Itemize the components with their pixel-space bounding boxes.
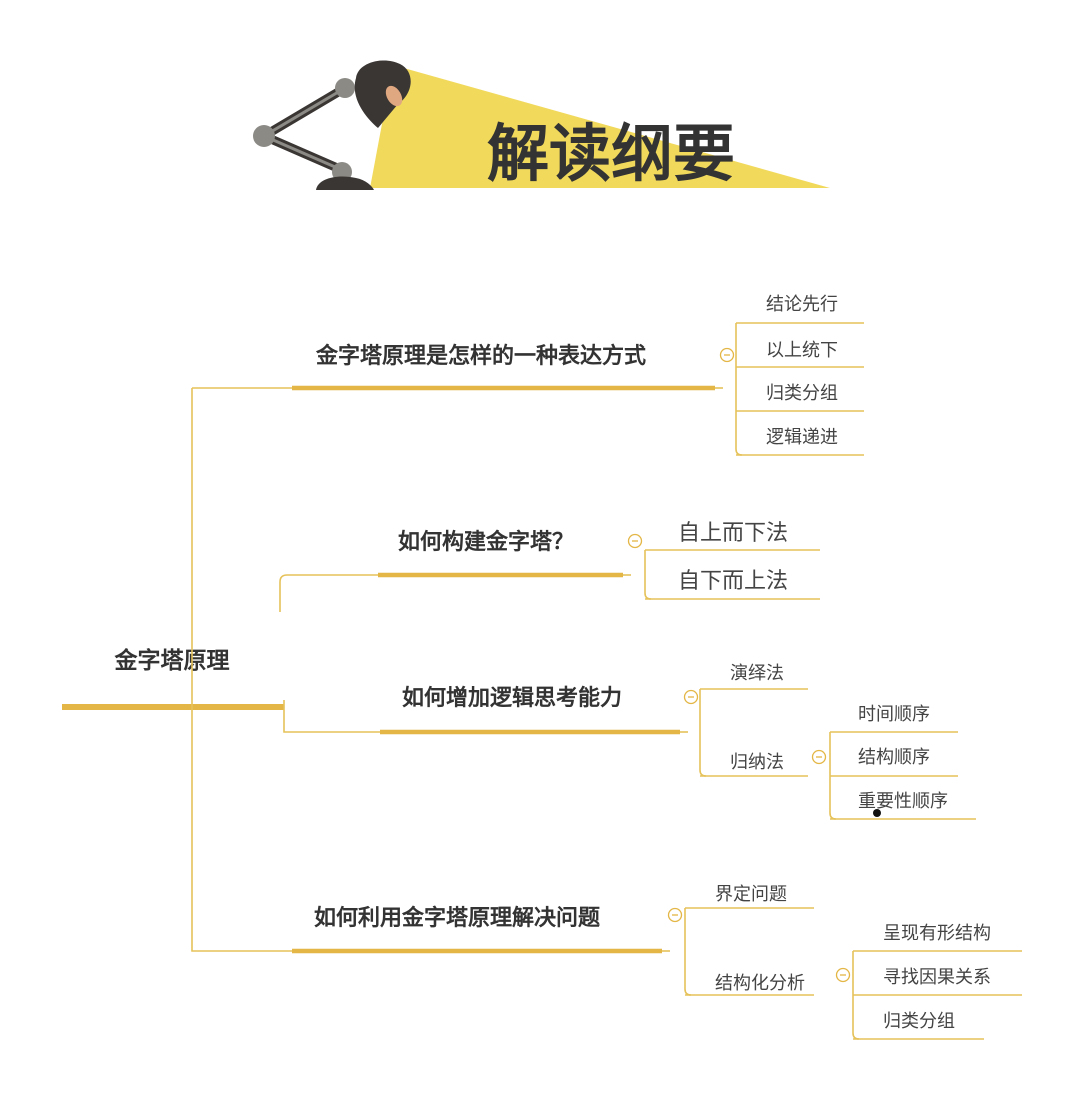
child-node-label: 以上统下 [766, 340, 838, 361]
branch-label: 金字塔原理是怎样的一种表达方式 [315, 343, 646, 369]
header-banner: 解读纲要 [253, 60, 830, 190]
children-bracket [735, 323, 743, 456]
grandchild-node-label: 时间顺序 [858, 704, 930, 725]
child-node-label: 归纳法 [730, 752, 784, 773]
child-node-label: 结论先行 [766, 294, 838, 315]
grandchild-node-label: 结构顺序 [858, 747, 930, 768]
children-bracket [684, 908, 692, 996]
children-bracket [699, 689, 707, 777]
child-node-label: 演绎法 [730, 663, 784, 684]
child-node-label: 结构化分析 [715, 973, 805, 994]
branch-label: 如何利用金字塔原理解决问题 [314, 905, 601, 931]
child-node-label: 自上而下法 [678, 521, 788, 546]
grandchild-node-label: 呈现有形结构 [883, 923, 991, 944]
trunk-branch-2 [279, 574, 378, 612]
desk-lamp-icon [253, 60, 411, 190]
branch-label: 如何构建金字塔？ [398, 529, 574, 555]
cursor-dot [873, 809, 881, 817]
grandchild-node-label: 寻找因果关系 [883, 967, 991, 988]
child-node-label: 逻辑递进 [766, 427, 838, 448]
child-node-label: 归类分组 [766, 383, 838, 404]
root-node-label: 金字塔原理 [114, 647, 230, 674]
trunk-branch-4 [191, 707, 292, 952]
grandchild-node-label: 归类分组 [883, 1011, 955, 1032]
grandchild-node-label: 重要性顺序 [858, 791, 948, 812]
children-bracket [644, 550, 652, 600]
child-node-label: 自下而上法 [678, 569, 788, 594]
trunk-branch-3 [283, 700, 380, 733]
lamp-light-beam [370, 65, 830, 188]
child-node-label: 界定问题 [715, 884, 787, 905]
branch-label: 如何增加逻辑思考能力 [402, 685, 622, 711]
banner-title: 解读纲要 [487, 117, 735, 190]
mindmap: 金字塔原理金字塔原理是怎样的一种表达方式结论先行以上统下归类分组逻辑递进如何构建… [62, 294, 1022, 1040]
